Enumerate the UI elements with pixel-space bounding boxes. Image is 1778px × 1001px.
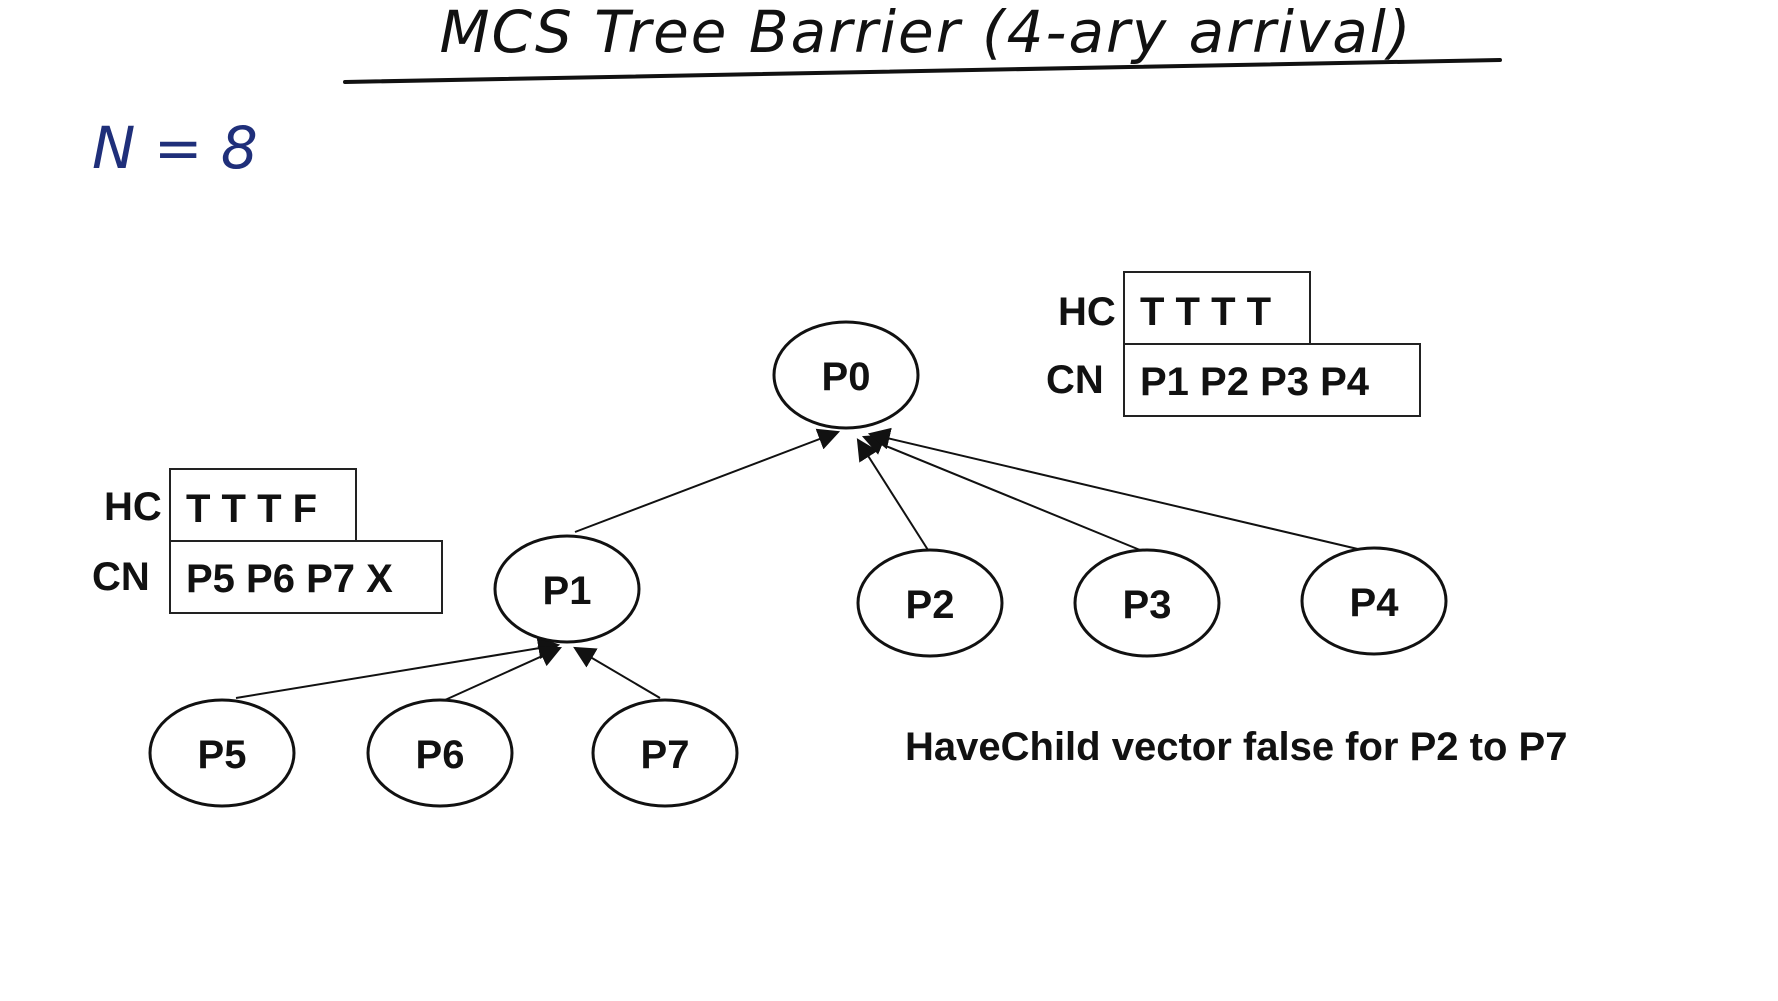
node-p7: P7	[591, 698, 739, 808]
edge-p5-p1	[235, 637, 561, 699]
p1-cn-box	[169, 540, 443, 614]
edge-p3-p0	[861, 434, 1141, 551]
node-p1-label: P1	[543, 569, 592, 613]
title-underline	[343, 58, 1502, 84]
node-p0-label: P0	[822, 355, 871, 399]
tree-edges	[235, 427, 1363, 701]
p1-hc-value: T T T F	[186, 487, 317, 531]
havechild-note: HaveChild vector false for P2 to P7	[905, 725, 1567, 769]
p0-cn-box	[1123, 343, 1421, 417]
node-p5-label: P5	[198, 733, 247, 777]
n-label: N = 8	[92, 114, 258, 182]
node-p2: P2	[856, 548, 1004, 658]
edge-p4-p0	[867, 427, 1363, 551]
p0-hc-box	[1123, 271, 1311, 345]
node-p1: P1	[493, 534, 641, 644]
p0-cn-label: CN	[1046, 358, 1104, 402]
node-p4-label: P4	[1350, 581, 1400, 625]
edge-p6-p1	[444, 646, 563, 701]
p1-cn-label: CN	[92, 555, 150, 599]
edge-p2-p0	[856, 438, 929, 551]
edge-p1-p0	[574, 428, 841, 533]
p0-hc-label: HC	[1058, 290, 1116, 334]
node-p7-label: P7	[641, 733, 690, 777]
p0-cn-value: P1 P2 P3 P4	[1140, 360, 1370, 404]
p0-hc-value: T T T T	[1140, 290, 1271, 334]
p0-table: HC T T T T CN P1 P2 P3 P4	[1046, 271, 1421, 417]
node-p4: P4	[1300, 546, 1448, 656]
node-p6: P6	[366, 698, 514, 808]
node-p6-label: P6	[416, 733, 465, 777]
edge-p7-p1	[573, 646, 661, 699]
p1-table: HC T T T F CN P5 P6 P7 X	[92, 468, 443, 614]
node-p2-label: P2	[906, 583, 955, 627]
node-p3: P3	[1073, 548, 1221, 658]
node-p3-label: P3	[1123, 583, 1172, 627]
node-p0: P0	[772, 320, 920, 430]
p1-hc-label: HC	[104, 485, 162, 529]
node-p5: P5	[148, 698, 296, 808]
p1-cn-value: P5 P6 P7 X	[186, 557, 393, 601]
title: MCS Tree Barrier (4-ary arrival)	[439, 0, 1412, 66]
